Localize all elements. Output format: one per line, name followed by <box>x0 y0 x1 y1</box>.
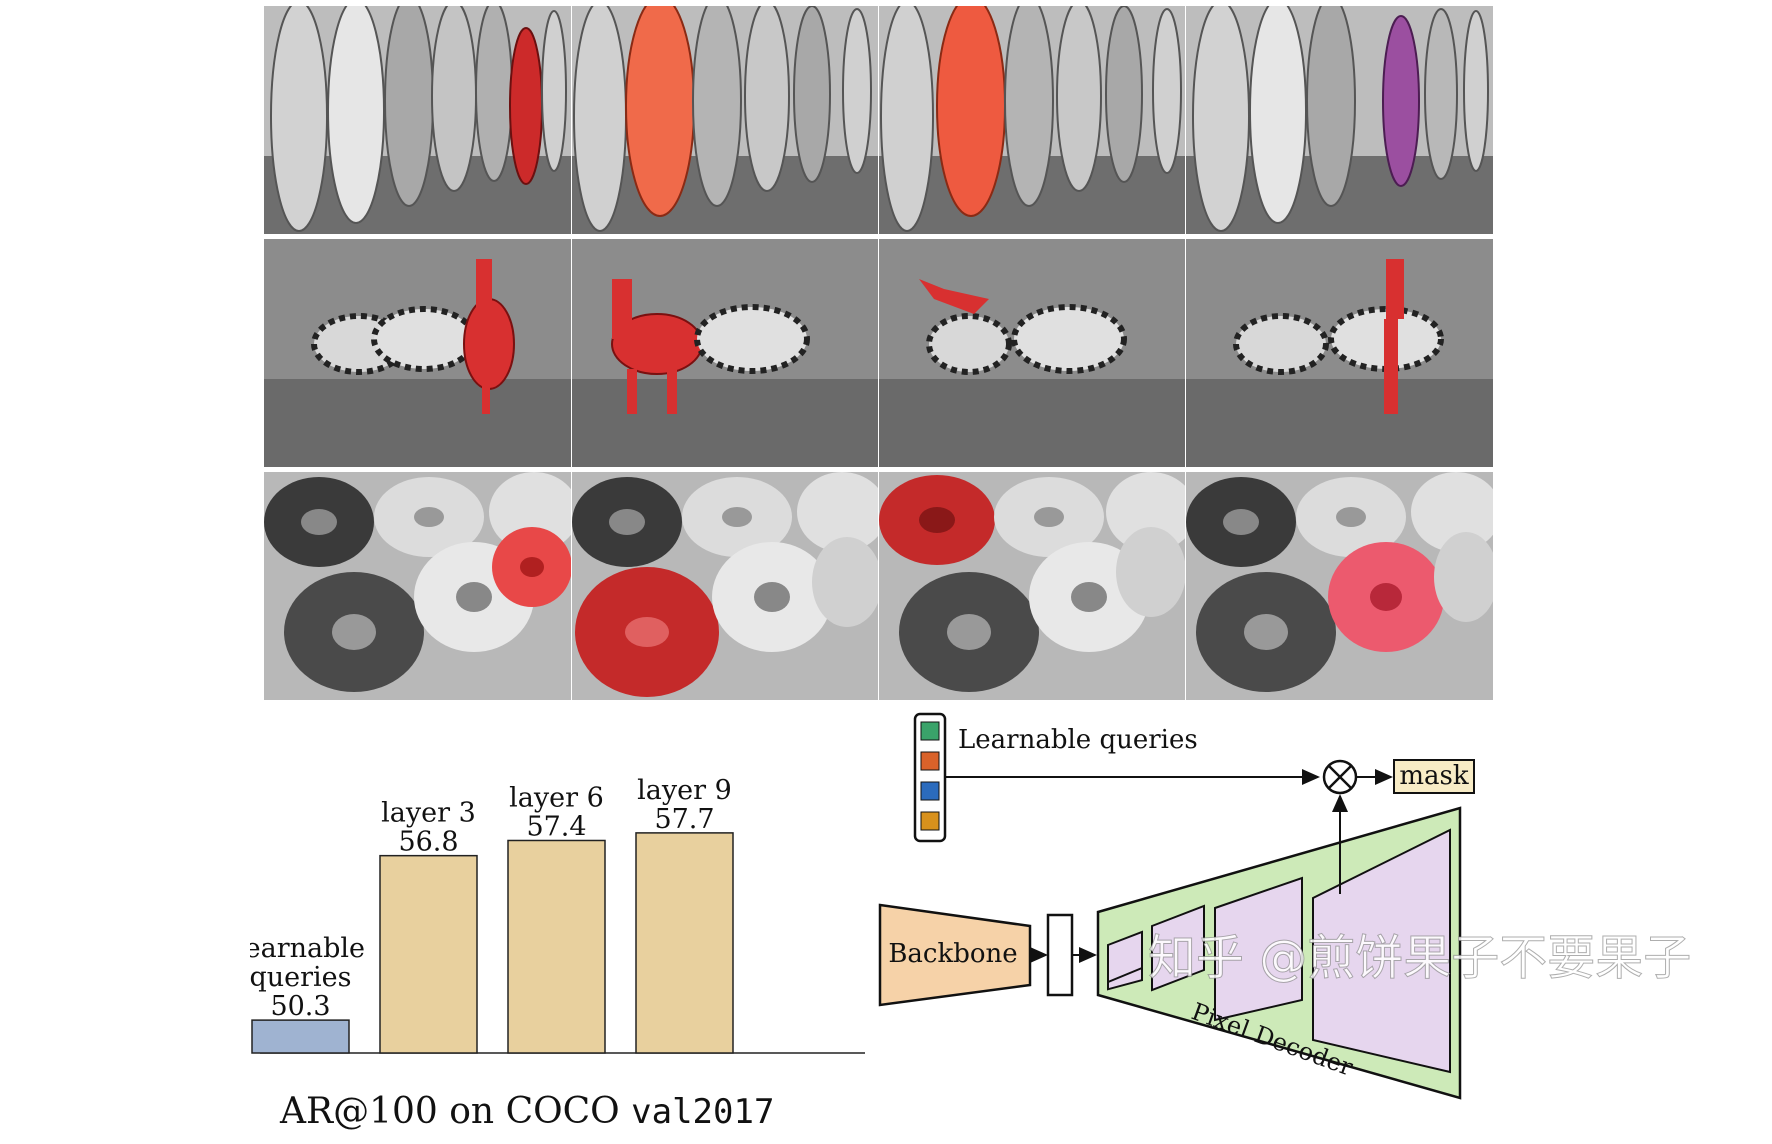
surfboards-image-1 <box>264 6 571 234</box>
query-token-yellow <box>920 811 940 831</box>
backbone-label: Backbone <box>888 939 1017 969</box>
query-token-blue <box>920 781 940 801</box>
bar-label-1-0: layer 3 <box>381 798 476 829</box>
bar-label-1-1: 56.8 <box>398 827 458 858</box>
watermark-overlay: 知乎 @煎饼果子不要果子 <box>1147 930 1692 987</box>
zebras-image-2 <box>572 239 878 467</box>
donuts-image-2 <box>572 472 878 700</box>
bar-0 <box>251 1019 350 1054</box>
surfboards-image-4 <box>1186 6 1493 234</box>
bar-label-0-2: 50.3 <box>270 991 330 1022</box>
mask-label: mask <box>1399 761 1468 791</box>
bar-label-3-1: 57.7 <box>654 804 714 835</box>
query-token-orange <box>920 751 940 771</box>
decoder-feature-1-shape <box>1107 930 1143 984</box>
decoder-feature-2 <box>1151 904 1205 992</box>
bar-label-2-0: layer 6 <box>509 782 604 813</box>
zebras-image-1 <box>264 239 571 467</box>
learnable-queries-label: Learnable queries <box>958 725 1198 755</box>
feature-block <box>1046 913 1074 997</box>
chart-caption: AR@100 on COCO val2017 <box>279 1091 774 1132</box>
mask-box <box>1393 759 1475 794</box>
donuts-image-3 <box>879 472 1185 700</box>
surfboards-image-2 <box>572 6 878 234</box>
query-token-green <box>920 721 940 741</box>
donuts-image-1 <box>264 472 571 700</box>
bar-label-0-0: learnable <box>250 933 365 964</box>
bar-2 <box>507 839 606 1054</box>
surfboards-image-3 <box>879 6 1185 234</box>
donuts-image-4 <box>1186 472 1493 700</box>
backbone-block <box>878 903 1032 1007</box>
bar-label-0-1: queries <box>250 962 352 993</box>
segmentation-examples-grid <box>264 6 1493 700</box>
bar-3 <box>635 832 734 1054</box>
zebras-image-3 <box>879 239 1185 467</box>
bar-label-3-0: layer 9 <box>637 775 732 806</box>
bar-1 <box>379 854 478 1054</box>
zebras-image-4 <box>1186 239 1493 467</box>
decoder-feature-4 <box>1312 828 1451 1074</box>
architecture-diagram: Learnable queries mask Backbone Pixel De… <box>870 700 1770 1140</box>
decoder-feature-3 <box>1214 876 1303 1022</box>
bar-label-2-1: 57.4 <box>526 811 586 842</box>
